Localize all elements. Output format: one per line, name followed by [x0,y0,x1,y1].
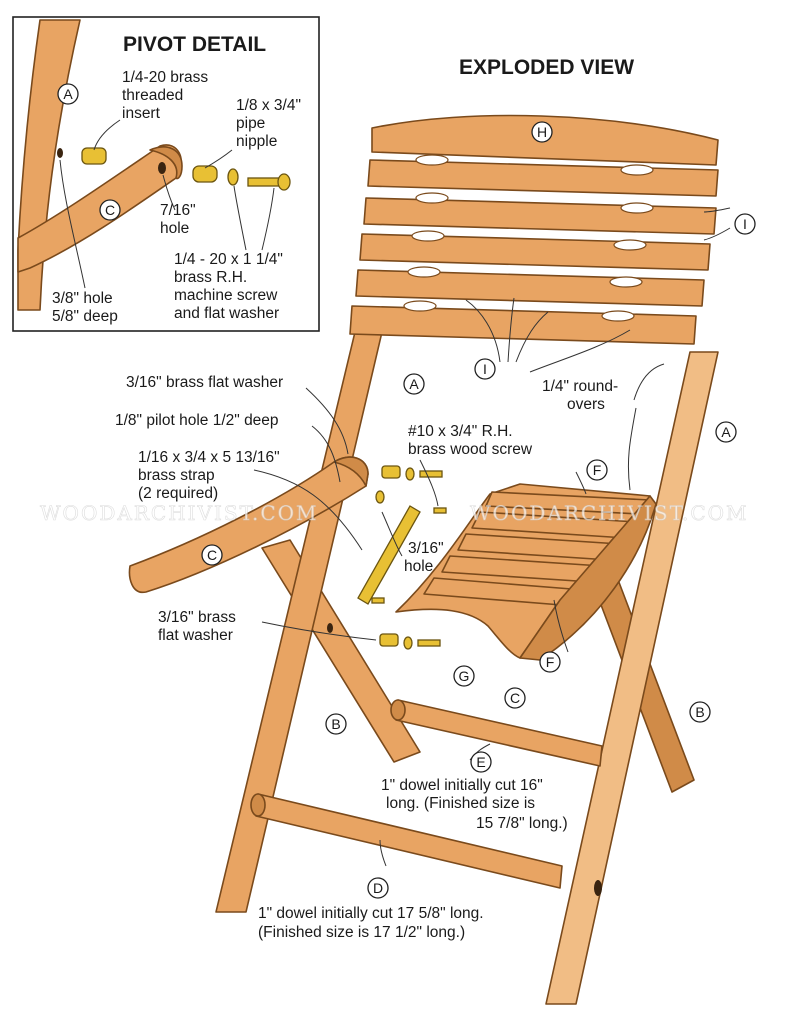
svg-text:G: G [459,668,470,684]
callout-d: D [367,877,389,899]
wood-screw [433,507,447,514]
pipe-nipple [192,165,218,183]
inset-arm-end [149,146,183,180]
callout-g: G [453,665,475,687]
threaded-insert [81,147,107,165]
note-insert: 1/4-20 brass threaded insert [122,69,212,122]
slat-1 [367,159,719,197]
lower-washer [403,636,413,650]
inset-leg-hole [57,148,63,158]
note-dowel-d: 1" dowel initially cut 17 5/8" long. (Fi… [258,905,488,941]
callout-c-inset: C [99,199,121,221]
note-wood-screw: #10 x 3/4" R.H. brass wood screw [408,423,533,458]
upper-screw [419,470,443,478]
svg-text:I: I [483,361,487,377]
leader-hole [162,174,176,211]
inset-washer [227,168,239,186]
callout-h: H [531,121,553,143]
svg-text:F: F [546,654,555,670]
callout-f-bottom: F [539,651,561,673]
callout-e: E [470,751,492,773]
note-roundovers: 1/4" round- overs [542,378,622,413]
callout-i-bottom: I [474,358,496,380]
leg-a-hole [594,880,602,896]
note-screw: 1/4 - 20 x 1 1/4" brass R.H. machine scr… [174,251,287,322]
slat-4 [355,269,705,307]
leg-a-right [545,351,719,1005]
note-strap: 1/16 x 3/4 x 5 13/16" brass strap (2 req… [138,449,284,502]
watermark-left: WOODARCHIVIST.COM [40,501,319,525]
leader-nipple [204,149,233,169]
machine-screw [247,173,291,191]
svg-text:A: A [409,376,419,392]
callout-c-arm: C [201,544,223,566]
svg-text:A: A [721,424,731,440]
watermark-right: WOODARCHIVIST.COM [470,501,749,525]
pivot-title: PIVOT DETAIL [123,33,266,56]
note-washer-bottom: 3/16" brass flat washer [158,609,240,644]
note-deep-hole: 3/8" hole 5/8" deep [52,290,118,325]
strap-washer [375,490,385,504]
upper-nipple [381,465,401,479]
note-washer-top: 3/16" brass flat washer [126,374,283,391]
leader-lines [253,207,731,867]
svg-text:C: C [207,547,217,563]
svg-text:F: F [593,462,602,478]
inset-hole [158,162,166,174]
svg-text:A: A [63,86,73,102]
svg-text:I: I [743,216,747,232]
svg-text:C: C [105,202,115,218]
callout-b-left: B [325,713,347,735]
note-hole: 7/16" hole [160,202,200,237]
arm-c-end [333,456,369,487]
svg-text:C: C [510,690,520,706]
callout-c-seat: C [504,687,526,709]
note-strap-hole: 3/16" hole [404,540,448,575]
note-dowel-e: 1" dowel initially cut 16" long. (Finish… [381,777,568,832]
callout-a-right: A [715,421,737,443]
pivot-detail-inset: PIVOT DETAIL 1/4-20 brass threaded inser… [12,16,320,332]
svg-text:B: B [331,716,340,732]
dowel-e-end [390,699,406,721]
dowel-d-end [250,793,266,817]
hardware-lower [327,597,441,650]
callout-i-right: I [734,213,756,235]
upper-washer [405,467,415,481]
slat-2 [363,197,717,235]
svg-text:B: B [695,704,704,720]
callout-b-right: B [689,701,711,723]
svg-text:H: H [537,124,547,140]
leader-insert [93,119,121,151]
svg-text:D: D [373,880,383,896]
slat-5 [349,305,697,345]
hardware-upper [375,465,447,514]
callout-a-inset: A [57,83,79,105]
backrest-slats [349,154,719,345]
lower-nipple [379,633,399,647]
callout-a-upper: A [403,373,425,395]
seat-slats [423,491,651,607]
leader-screw [261,187,275,251]
note-pilot-hole: 1/8" pilot hole 1/2" deep [115,412,279,429]
leader-washer [233,185,247,251]
svg-text:E: E [476,754,485,770]
note-nipple: 1/8 x 3/4" pipe nipple [236,97,305,150]
exploded-title: EXPLODED VIEW [459,56,634,79]
leader-deep-hole [59,159,86,289]
callout-f-top: F [586,459,608,481]
dowel-e [395,699,603,767]
leg-pivot-hole [327,623,333,633]
strap-screw [371,597,385,604]
slat-3 [359,233,711,271]
lower-screw [417,639,441,647]
brass-strap [357,505,421,605]
